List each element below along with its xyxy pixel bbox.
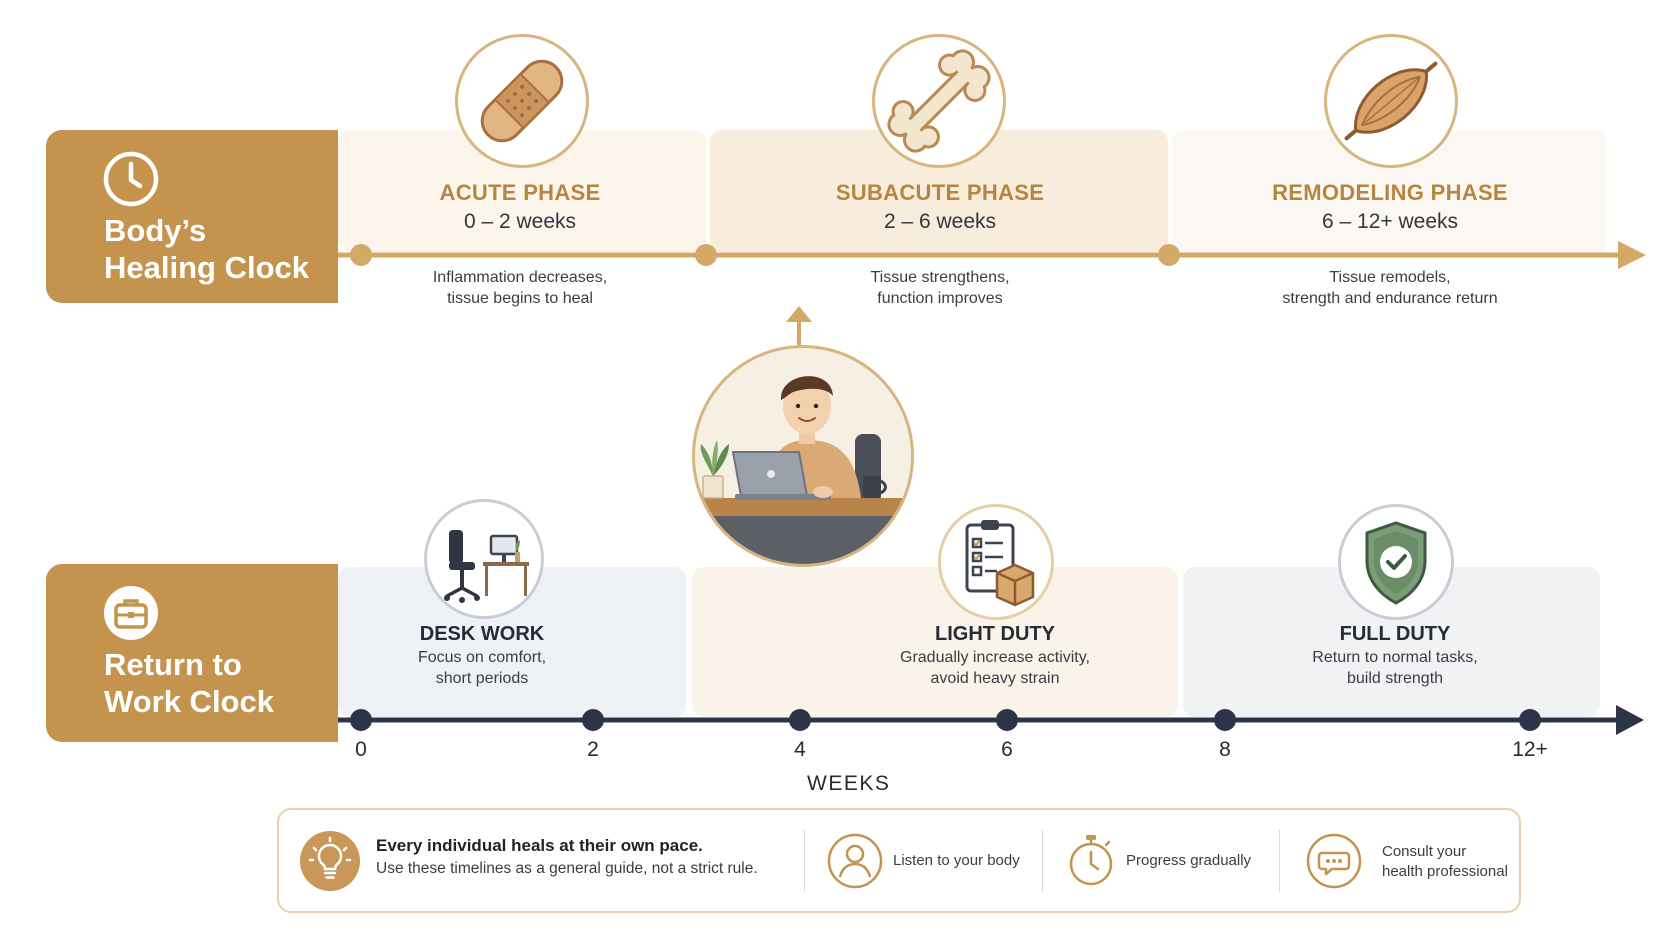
tip-progress-label: Progress gradually bbox=[1126, 851, 1251, 871]
remodeling-phase-range: 6 – 12+ weeks bbox=[1321, 210, 1458, 233]
subacute-phase-desc-line2: function improves bbox=[877, 290, 1003, 307]
healing-clock-title-line2: Healing Clock bbox=[104, 250, 309, 285]
remodeling-phase-desc-line1: Tissue remodels, bbox=[1329, 269, 1451, 286]
desk-chair-icon-circle bbox=[424, 499, 544, 619]
tip-listen-label-line1: Listen to your body bbox=[893, 852, 1020, 869]
healing-clock-title: Body’s Healing Clock bbox=[104, 212, 309, 286]
light-duty-title: LIGHT DUTY bbox=[935, 623, 1055, 645]
healing-clock-label: Body’s Healing Clock bbox=[46, 130, 338, 303]
desk-work-description: Focus on comfort, short periods bbox=[352, 647, 612, 689]
person-icon bbox=[827, 833, 883, 889]
tick-label: 8 bbox=[1219, 738, 1231, 761]
work-clock-title: Return to Work Clock bbox=[104, 646, 274, 720]
subacute-phase-desc-line1: Tissue strengthens, bbox=[870, 269, 1010, 286]
healing-timeline bbox=[338, 241, 1646, 269]
tick-label: 12+ bbox=[1512, 738, 1548, 761]
bandage-icon-circle bbox=[455, 34, 589, 168]
tip-divider bbox=[804, 830, 805, 892]
tip-progress-label-line1: Progress gradually bbox=[1126, 852, 1252, 869]
tip-consult-label-line1: Consult your bbox=[1382, 843, 1467, 860]
work-clock-label: Return to Work Clock bbox=[46, 564, 338, 742]
muscle-icon bbox=[1344, 61, 1438, 141]
remodeling-phase-desc-line2: strength and endurance return bbox=[1282, 290, 1498, 307]
tip-headline: Every individual heals at their own pace… bbox=[376, 836, 703, 855]
subacute-phase-range: 2 – 6 weeks bbox=[883, 210, 997, 233]
tip-box: Every individual heals at their own pace… bbox=[277, 808, 1521, 913]
tip-consult-label: Consult your health professional bbox=[1382, 842, 1508, 882]
subacute-phase-description: Tissue strengthens, function improves bbox=[790, 267, 1090, 309]
work-clock-title-line2: Work Clock bbox=[104, 684, 274, 719]
clipboard-box-icon bbox=[965, 520, 1035, 607]
tip-listen-label: Listen to your body bbox=[893, 851, 1020, 871]
muscle-icon-circle bbox=[1324, 34, 1458, 168]
clipboard-box-icon-circle bbox=[938, 504, 1054, 620]
subacute-phase-title: SUBACUTE PHASE bbox=[835, 180, 1045, 205]
tick-label: 6 bbox=[1001, 738, 1013, 761]
full-duty-desc-line2: build strength bbox=[1346, 670, 1444, 687]
light-duty-desc-line1: Gradually increase activity, bbox=[900, 649, 1090, 666]
desk-chair-icon bbox=[444, 530, 529, 603]
tick-label: 2 bbox=[587, 738, 599, 761]
work-clock-title-line1: Return to bbox=[104, 647, 242, 682]
healing-clock-title-line1: Body’s bbox=[104, 213, 207, 248]
acute-phase-desc-line2: tissue begins to heal bbox=[447, 290, 593, 307]
tip-divider bbox=[1279, 830, 1280, 892]
briefcase-icon bbox=[102, 584, 160, 647]
full-duty-description: Return to normal tasks, build strength bbox=[1255, 647, 1535, 689]
shield-check-icon bbox=[1365, 521, 1427, 605]
tip-consult-label-line2: health professional bbox=[1382, 863, 1508, 880]
desk-work-desc-line2: short periods bbox=[435, 670, 529, 687]
tip-subline: Use these timelines as a general guide, … bbox=[376, 860, 758, 877]
bandage-icon bbox=[480, 59, 564, 143]
light-duty-band bbox=[692, 567, 1178, 717]
lightbulb-icon bbox=[300, 831, 360, 891]
desk-work-desc-line1: Focus on comfort, bbox=[417, 649, 547, 666]
tick-label: 0 bbox=[355, 738, 367, 761]
chat-bubble-icon bbox=[1306, 833, 1362, 889]
shield-check-icon-circle bbox=[1338, 504, 1454, 620]
acute-phase-description: Inflammation decreases, tissue begins to… bbox=[370, 267, 670, 309]
full-duty-desc-line1: Return to normal tasks, bbox=[1312, 649, 1478, 666]
remodeling-phase-title: REMODELING PHASE bbox=[1272, 180, 1508, 205]
remodeling-phase-description: Tissue remodels, strength and endurance … bbox=[1220, 267, 1560, 309]
bone-icon bbox=[887, 49, 991, 153]
stopwatch-icon bbox=[1069, 835, 1113, 886]
person-at-laptop-illustration bbox=[692, 345, 914, 567]
full-duty-title: FULL DUTY bbox=[1339, 623, 1451, 645]
acute-phase-title: ACUTE PHASE bbox=[439, 180, 601, 205]
light-duty-desc-line2: avoid heavy strain bbox=[930, 670, 1060, 687]
up-arrow-icon bbox=[786, 306, 812, 348]
desk-work-title: DESK WORK bbox=[419, 623, 545, 645]
tick-label: 4 bbox=[794, 738, 806, 761]
tip-divider bbox=[1042, 830, 1043, 892]
light-duty-description: Gradually increase activity, avoid heavy… bbox=[855, 647, 1135, 689]
weeks-axis-label: WEEKS bbox=[807, 772, 891, 795]
bone-icon-circle bbox=[872, 34, 1006, 168]
acute-phase-range: 0 – 2 weeks bbox=[463, 210, 577, 233]
acute-phase-desc-line1: Inflammation decreases, bbox=[432, 269, 608, 286]
weeks-timeline bbox=[338, 705, 1644, 735]
clock-icon bbox=[102, 150, 160, 213]
